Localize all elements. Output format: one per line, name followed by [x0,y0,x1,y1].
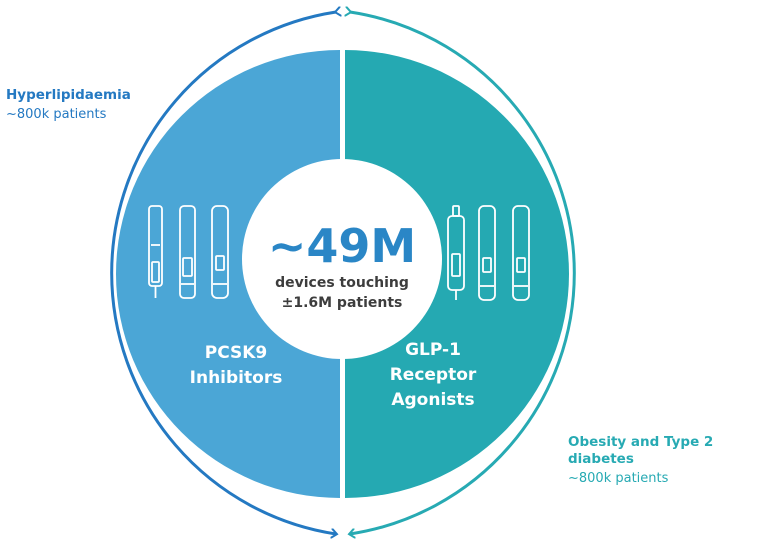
center-circle [242,159,442,359]
right-outer-arc [350,12,576,534]
right-drug-class-line2: Receptor [390,365,477,385]
center-headline: ~49M [268,219,416,273]
left-drug-class-line1: PCSK9 [205,343,268,363]
pen-injector-icon [148,205,163,298]
left-outer-arc [110,12,336,534]
pen-injector-icon [512,205,530,301]
left-drug-class-line2: Inhibitors [190,368,283,388]
left-condition-title: Hyperlipidaemia [6,87,131,103]
center-line-devices: devices touching [275,275,409,291]
hyperlipidaemia-label: Hyperlipidaemia ~800k patients [6,87,131,123]
obesity-diabetes-label: Obesity and Type 2 diabetes ~800k patien… [568,434,768,487]
right-drug-class-line3: Agonists [391,390,474,410]
pen-injector-icon [447,205,465,300]
pen-injector-icon [478,205,496,301]
right-half-segment [345,50,569,498]
right-drug-class-line1: GLP-1 [405,340,461,360]
right-pen-icons [447,205,530,301]
pen-injector-icon [179,205,196,299]
pen-injector-icon [211,205,229,299]
left-patient-count: ~800k patients [6,106,107,122]
center-line-patients: ±1.6M patients [282,295,403,311]
right-patient-count: ~800k patients [568,470,669,486]
right-condition-title: Obesity and Type 2 diabetes [568,434,714,467]
left-pen-icons [148,205,229,299]
